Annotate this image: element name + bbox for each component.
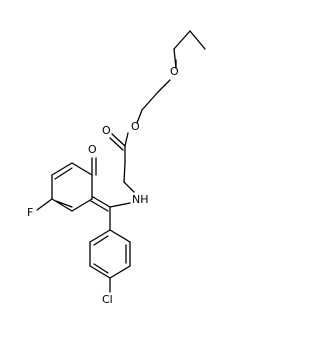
bond	[109, 137, 124, 151]
propyl-chain	[123, 145, 135, 193]
chlorophenyl-ring	[89, 229, 131, 279]
bond	[157, 79, 171, 93]
bond	[136, 109, 143, 124]
bond	[109, 229, 131, 243]
bond	[93, 263, 109, 274]
bond	[109, 202, 131, 208]
bond	[124, 132, 129, 147]
bond	[109, 265, 131, 279]
bond	[89, 265, 111, 279]
bond	[71, 162, 93, 176]
ethoxy-linker	[136, 79, 171, 124]
bond	[89, 229, 111, 243]
atom-oxygen-ester: O	[131, 120, 140, 133]
bond	[36, 198, 53, 211]
carbonyl-double-bond	[109, 133, 126, 151]
bond	[51, 198, 73, 212]
bond	[123, 162, 126, 183]
ketone-double-bond	[91, 157, 97, 176]
bond	[141, 91, 159, 111]
bond	[123, 181, 135, 193]
exocyclic-double-bond	[90, 196, 111, 212]
bond	[173, 30, 191, 50]
bond	[54, 167, 73, 180]
atom-oxygen-ether: O	[170, 65, 179, 78]
atom-nitrogen-nh: NH	[132, 193, 149, 206]
bond	[111, 133, 126, 147]
structure-diagram: O O O NH	[27, 30, 206, 306]
bond	[93, 235, 109, 246]
bond	[90, 200, 109, 212]
butyl-chain	[173, 30, 206, 69]
bond	[51, 162, 73, 176]
atom-oxygen-ketone: O	[88, 143, 97, 156]
bond	[55, 200, 73, 208]
atom-fluorine: F	[27, 206, 33, 219]
cyclohexadienone-ring	[51, 162, 93, 212]
atom-chlorine: Cl	[102, 293, 113, 306]
bond	[71, 198, 93, 212]
bond	[189, 30, 206, 50]
atom-oxygen-carbonyl: O	[102, 124, 111, 137]
bond	[92, 196, 111, 208]
